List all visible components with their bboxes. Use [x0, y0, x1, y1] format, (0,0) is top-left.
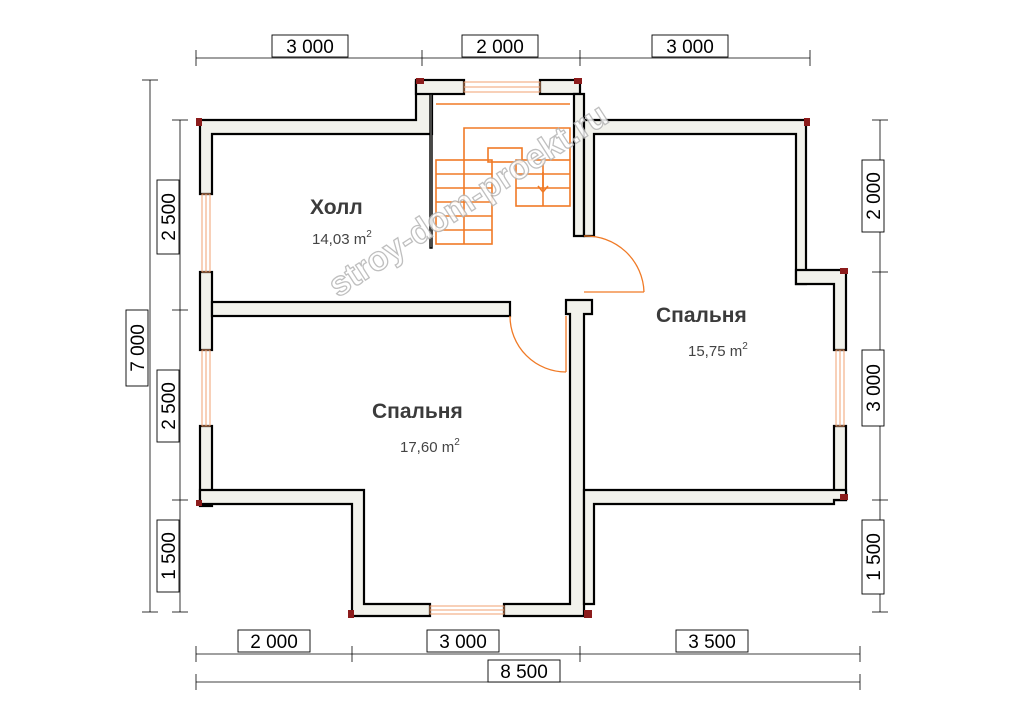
window-bottom: [429, 605, 505, 615]
dim-right-3: 1 500: [864, 533, 885, 581]
dim-total-height: 7 000: [128, 324, 149, 372]
room-bedroom-left: Спальня 17,60 m2: [372, 400, 463, 456]
dim-left-2: 2 500: [159, 382, 180, 430]
room-hall-area: 14,03 m2: [312, 229, 372, 248]
window-top: [463, 81, 541, 93]
dim-bottom-2: 3 000: [439, 632, 487, 653]
dim-top-3: 3 000: [666, 37, 714, 58]
stairs: [435, 103, 571, 245]
window-left-upper: [201, 193, 211, 273]
door-left-bedroom: [509, 315, 567, 373]
dimension-boxes: [125, 34, 885, 683]
room-bedroom-right-area: 15,75 m2: [688, 341, 748, 360]
room-bedroom-left-name: Спальня: [372, 400, 463, 423]
room-hall-name: Холл: [310, 196, 363, 219]
dim-total-width: 8 500: [500, 662, 548, 683]
window-right: [835, 349, 845, 427]
dim-top-2: 2 000: [476, 37, 524, 58]
dim-right-1: 2 000: [864, 172, 885, 220]
dim-right-2: 3 000: [864, 364, 885, 412]
dim-left-3: 1 500: [159, 532, 180, 580]
dim-bottom-1: 2 000: [250, 632, 298, 653]
window-left-lower: [201, 349, 211, 427]
dimension-lines: [142, 50, 888, 690]
dimension-labels: 3 000 2 000 3 000 2 000 3 000 3 500 8 50…: [128, 37, 885, 683]
wall-corners: [196, 78, 848, 618]
room-bedroom-right-name: Спальня: [656, 304, 747, 327]
door-right-bedroom: [583, 235, 645, 293]
dim-top-1: 3 000: [286, 37, 334, 58]
room-bedroom-right: Спальня 15,75 m2: [656, 304, 748, 360]
dim-bottom-3: 3 500: [688, 632, 736, 653]
doors: [509, 235, 645, 373]
windows: [201, 81, 845, 615]
room-hall: Холл 14,03 m2: [310, 196, 372, 248]
room-bedroom-left-area: 17,60 m2: [400, 437, 460, 456]
dim-left-1: 2 500: [159, 193, 180, 241]
